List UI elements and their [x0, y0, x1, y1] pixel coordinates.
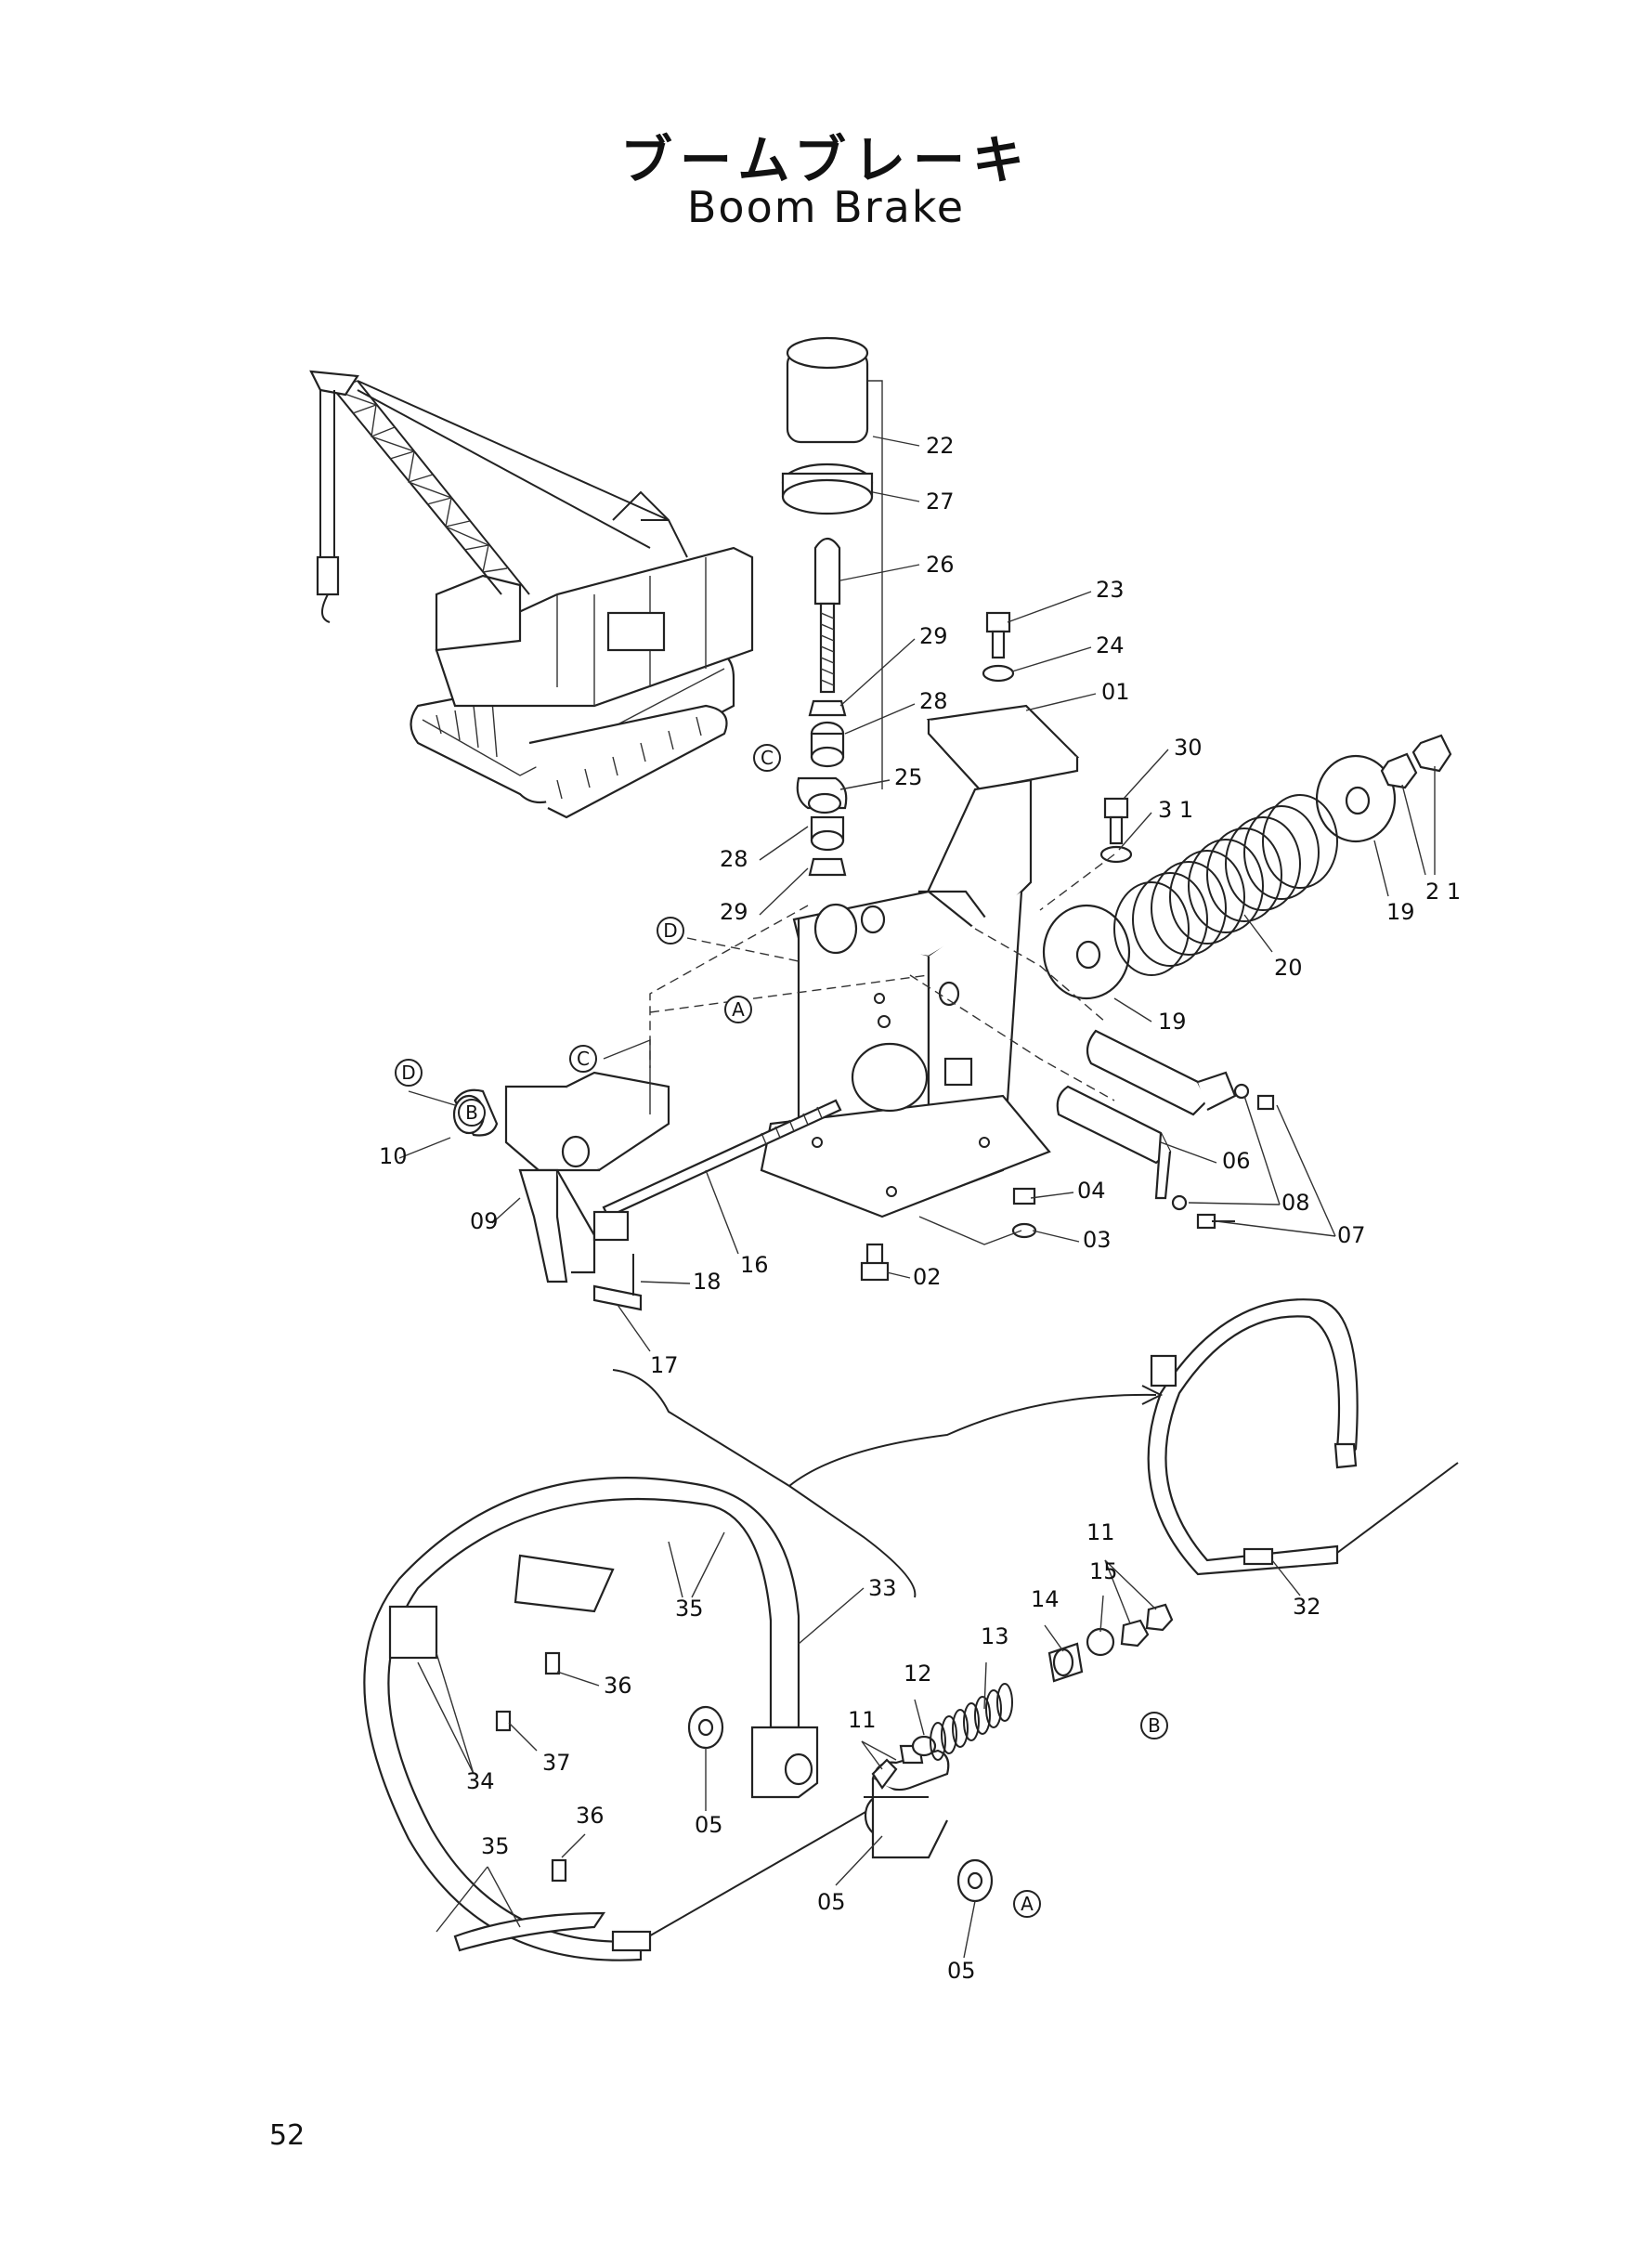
part-label: 3 1 [1158, 797, 1193, 823]
part-label: 05 [695, 1812, 723, 1838]
callout-circle [1013, 1890, 1041, 1918]
part-label: 13 [981, 1623, 1009, 1649]
bolts-top [860, 611, 1133, 1282]
title-japanese: ブームブレーキ [620, 131, 1032, 191]
callout-circle [724, 996, 752, 1023]
leader-lines [398, 436, 1436, 1959]
part-label: 24 [1096, 632, 1125, 658]
part-label: 03 [1083, 1227, 1112, 1253]
part-label: 36 [604, 1673, 632, 1699]
part-label: 37 [542, 1750, 571, 1776]
part-label: 25 [894, 764, 923, 790]
callout-circle [657, 917, 684, 945]
crane-illustration [309, 370, 754, 819]
callout-letter: B [465, 1101, 478, 1124]
callout-letter: D [401, 1062, 415, 1084]
callout-circle [395, 1059, 423, 1087]
part-label: 01 [1101, 679, 1130, 705]
part-label: 36 [576, 1803, 605, 1829]
part-label: 05 [947, 1958, 976, 1984]
callout-letter: B [1148, 1714, 1161, 1737]
main-bracket [760, 704, 1080, 1218]
part-label: 02 [913, 1264, 942, 1290]
callout-letter: A [732, 998, 745, 1021]
part-label: 10 [379, 1143, 408, 1169]
callout-b: B [458, 1099, 486, 1127]
part-label: 33 [868, 1575, 897, 1601]
part-label: 18 [693, 1269, 722, 1295]
brake-band-small [1147, 1298, 1459, 1576]
part-label: 11 [1086, 1519, 1115, 1545]
part-label: 14 [1031, 1586, 1060, 1612]
part-label: 19 [1158, 1009, 1187, 1035]
callout-b: B [1140, 1712, 1168, 1739]
part-label: 28 [720, 846, 748, 872]
part-label: 08 [1281, 1190, 1310, 1216]
callout-circle [753, 744, 781, 772]
part-label: 11 [848, 1707, 877, 1733]
part-label: 04 [1077, 1178, 1106, 1204]
callout-letter: C [761, 747, 774, 769]
callout-letter: D [663, 919, 677, 942]
part-label: 05 [817, 1889, 846, 1915]
callout-d: D [657, 917, 684, 945]
brake-band-large [363, 1477, 892, 1961]
part-label: 19 [1386, 899, 1415, 925]
part-label: 17 [650, 1352, 679, 1378]
rod-assembly [1056, 1029, 1275, 1230]
part-label: 07 [1337, 1222, 1366, 1248]
part-label: 28 [919, 688, 948, 714]
part-label: 34 [466, 1768, 495, 1794]
part-label: 2 1 [1425, 879, 1461, 905]
solenoid-assembly [781, 336, 883, 877]
part-label: 23 [1096, 577, 1125, 603]
part-label: 12 [904, 1661, 932, 1687]
part-label: 06 [1222, 1148, 1251, 1174]
part-label: 22 [926, 433, 955, 459]
part-label: 29 [919, 623, 948, 649]
page-number: 52 [269, 2119, 306, 2152]
callout-circle [458, 1099, 486, 1127]
part-label: 20 [1274, 955, 1303, 981]
part-label: 26 [926, 552, 955, 578]
part-label: 16 [740, 1252, 769, 1278]
part-label: 30 [1174, 735, 1203, 761]
callout-letter: A [1021, 1893, 1034, 1915]
title-english: Boom Brake [686, 182, 966, 232]
connector-arrow [612, 1369, 1164, 1598]
part-label: 29 [720, 899, 748, 925]
callout-a: A [1013, 1890, 1041, 1918]
spring-assembly [1042, 734, 1452, 1000]
part-label: 35 [675, 1596, 704, 1622]
reference-callouts: C D A D C B B A [395, 744, 1168, 1918]
guide-lines [408, 853, 1115, 1245]
callout-circle [1140, 1712, 1168, 1739]
part-label: 09 [470, 1208, 499, 1234]
callout-a: A [724, 996, 752, 1023]
callout-c: C [753, 744, 781, 772]
part-number-labels: 22 27 26 23 29 24 28 01 30 25 3 1 2 1 19 28 29 20 19 06 08… [379, 433, 1461, 1984]
callout-letter: C [577, 1048, 590, 1070]
part-label: 32 [1293, 1594, 1321, 1620]
band-spring-assembly [687, 1603, 1174, 1903]
part-label: 15 [1089, 1558, 1118, 1584]
linkage-assembly [452, 1071, 842, 1311]
callout-circle [569, 1045, 597, 1073]
part-label: 35 [481, 1833, 510, 1859]
callout-c: C [569, 1045, 597, 1073]
callout-d: D [395, 1059, 423, 1087]
part-label: 27 [926, 489, 955, 515]
